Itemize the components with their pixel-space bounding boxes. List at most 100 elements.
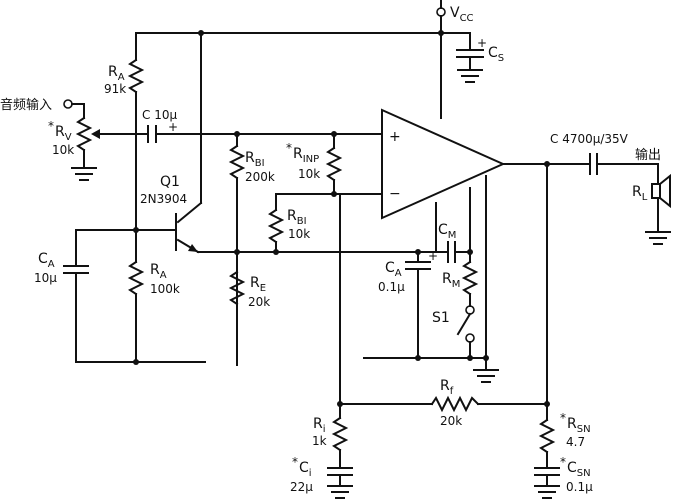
opamp-minus-input: − bbox=[389, 186, 401, 202]
ra-top-name: R bbox=[108, 64, 118, 80]
cs-polarity: + bbox=[477, 36, 487, 50]
rinp-name: R bbox=[293, 146, 303, 162]
ca-right-value: 0.1μ bbox=[378, 280, 405, 294]
svg-text:RBI: RBI bbox=[245, 150, 265, 169]
svg-text:CSN: CSN bbox=[567, 460, 591, 479]
rf-name: R bbox=[440, 378, 450, 394]
rm-sub: M bbox=[452, 279, 461, 290]
svg-text:RM: RM bbox=[442, 271, 460, 290]
resistor-rinp: * RINP 10k bbox=[275, 133, 383, 197]
svg-text:CA: CA bbox=[385, 260, 402, 279]
ground-symbol-cs bbox=[457, 69, 483, 83]
resistor-rsn: * RSN 4.7 bbox=[538, 411, 591, 469]
csn-value: 0.1μ bbox=[566, 480, 593, 494]
opamp-comp-pins bbox=[435, 175, 487, 359]
re-value: 20k bbox=[248, 295, 270, 309]
capacitor-ca-right: + CA 0.1μ bbox=[378, 249, 438, 361]
capacitor-c-input: C 10μ + bbox=[142, 108, 383, 143]
rinp-star: * bbox=[286, 141, 292, 155]
c-input-polarity: + bbox=[168, 120, 178, 134]
csn-name: C bbox=[567, 460, 577, 476]
vcc-subscript: CC bbox=[460, 13, 474, 24]
rl-sub: L bbox=[642, 192, 648, 203]
svg-text:RINP: RINP bbox=[293, 146, 319, 165]
cm-name: C bbox=[438, 222, 448, 238]
q1-part: 2N3904 bbox=[140, 192, 187, 206]
output-terminal: 输出 bbox=[635, 147, 661, 185]
ca-left-name: C bbox=[38, 251, 48, 267]
svg-text:RSN: RSN bbox=[567, 416, 591, 435]
speaker-rl: RL bbox=[632, 173, 671, 233]
rbi1-value: 200k bbox=[245, 170, 275, 184]
ground-symbol-rv bbox=[71, 167, 97, 181]
re-sub: E bbox=[260, 283, 266, 294]
svg-text:RV: RV bbox=[55, 124, 72, 143]
cs-subscript: S bbox=[498, 53, 504, 64]
resistor-rf: Rf 20k bbox=[430, 378, 480, 428]
rsn-name: R bbox=[567, 416, 577, 432]
ground-symbol-comp bbox=[473, 369, 499, 383]
ri-name: R bbox=[313, 416, 323, 432]
vcc-terminal: VCC bbox=[436, 0, 474, 24]
ra-bottom-sub: A bbox=[160, 270, 167, 281]
resistor-ra-bottom: RA 100k bbox=[127, 229, 180, 365]
rbi2-name: R bbox=[287, 208, 297, 224]
ri-value: 1k bbox=[312, 434, 327, 448]
rbi1-name: R bbox=[245, 150, 255, 166]
ca-left-sub: A bbox=[48, 259, 55, 270]
feedback-wire bbox=[337, 163, 550, 421]
capacitor-csn: * CSN 0.1μ bbox=[534, 455, 593, 499]
capacitor-c-output: C 4700μ/35V bbox=[550, 132, 659, 175]
input-label: 音频输入 bbox=[0, 97, 52, 113]
potentiometer-rv: * RV 10k bbox=[48, 116, 149, 169]
rv-sub: V bbox=[65, 132, 72, 143]
resistor-ri: Ri 1k bbox=[312, 403, 349, 469]
resistor-rbi-10k: RBI 10k bbox=[267, 193, 310, 255]
ca-right-polarity: + bbox=[428, 249, 438, 263]
ground-symbol-load bbox=[645, 231, 671, 245]
resistor-rbi-200k: RBI 200k bbox=[228, 133, 275, 366]
ca-right-name: C bbox=[385, 260, 395, 276]
switch-s1: S1 bbox=[432, 305, 475, 359]
ci-sub: i bbox=[309, 468, 312, 479]
s1-label: S1 bbox=[432, 310, 450, 326]
c-output-label: C 4700μ/35V bbox=[550, 132, 629, 146]
ra-bottom-value: 100k bbox=[150, 282, 180, 296]
comp-ground-bus bbox=[363, 355, 489, 371]
vcc-rail bbox=[135, 15, 471, 119]
capacitor-ci: * Ci 22μ bbox=[290, 455, 353, 499]
audio-input-terminal: 音频输入 bbox=[0, 97, 85, 119]
rf-value: 20k bbox=[440, 414, 462, 428]
rinp-value: 10k bbox=[298, 167, 320, 181]
svg-text:RE: RE bbox=[250, 275, 266, 294]
ra-top-sub: A bbox=[118, 72, 125, 83]
transistor-q1: Q1 2N3904 bbox=[133, 32, 419, 254]
svg-text:CS: CS bbox=[488, 45, 504, 64]
ci-value: 22μ bbox=[290, 480, 313, 494]
vcc-label: V bbox=[450, 5, 460, 21]
rbi1-sub: BI bbox=[255, 158, 265, 169]
svg-text:RA: RA bbox=[150, 262, 167, 281]
re-name: R bbox=[250, 275, 260, 291]
rv-name: R bbox=[55, 124, 65, 140]
rsn-sub: SN bbox=[577, 424, 591, 435]
rbi2-sub: BI bbox=[297, 216, 307, 227]
rinp-sub: INP bbox=[303, 154, 319, 165]
svg-text:Ci: Ci bbox=[299, 460, 312, 479]
capacitor-ca-left: CA 10μ bbox=[34, 229, 206, 363]
output-label: 输出 bbox=[635, 147, 661, 163]
svg-text:CM: CM bbox=[438, 222, 456, 241]
svg-text:RA: RA bbox=[108, 64, 125, 83]
svg-text:CA: CA bbox=[38, 251, 55, 270]
cs-label: C bbox=[488, 45, 498, 61]
rv-value: 10k bbox=[52, 143, 74, 157]
ca-left-value: 10μ bbox=[34, 271, 57, 285]
svg-text:Rf: Rf bbox=[440, 378, 454, 397]
svg-text:RBI: RBI bbox=[287, 208, 307, 227]
rsn-star: * bbox=[560, 411, 566, 425]
csn-star: * bbox=[560, 455, 566, 469]
rsn-value: 4.7 bbox=[566, 435, 585, 449]
cm-sub: M bbox=[448, 230, 457, 241]
ci-name: C bbox=[299, 460, 309, 476]
